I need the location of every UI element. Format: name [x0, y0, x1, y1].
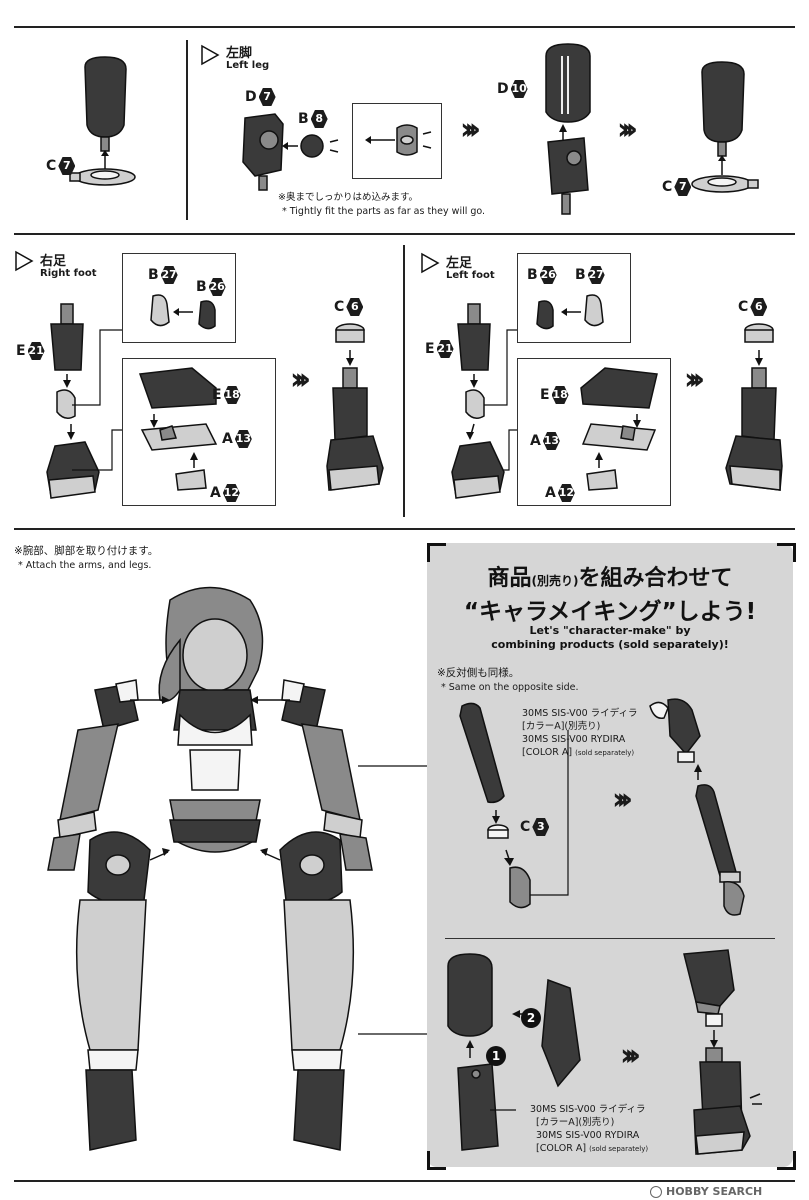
step-arrow-icon: [421, 252, 440, 274]
panel-title-line-1: 商品(別売り)を組み合わせて: [487, 566, 733, 591]
panel-divider: [445, 938, 775, 939]
step-badge-1: 1: [486, 1046, 506, 1066]
joint-part-illustration: [282, 134, 339, 158]
shoe-parts-illustration: [138, 367, 218, 491]
ankle-parts-illustration: [150, 294, 216, 330]
right-foot-title-en: Right foot: [40, 268, 97, 279]
left-foot-title-en: Left foot: [446, 270, 495, 281]
product-a-line-1: 30MS SIS-V00 ライディラ: [522, 708, 638, 719]
product-a-line-2: [カラーA](別売り): [522, 721, 601, 732]
attach-note-en: * Attach the arms, and legs.: [18, 560, 152, 571]
shoe-parts-left-illustration: [580, 367, 658, 491]
leg-parts-illustration: [447, 953, 581, 1151]
leg-assembly-illustration: [545, 43, 591, 215]
knee-part-illustration: [242, 113, 284, 191]
panel-title-en-1: Let's "character-make" by: [529, 624, 691, 637]
product-a-line-3: 30MS SIS-V00 RYDIRA: [522, 734, 626, 745]
foot-result-left-illustration: [725, 323, 783, 491]
bottom-rule: [14, 1180, 795, 1182]
shin-assembly-left-illustration: [451, 303, 505, 499]
left-leg-title-jp: 左脚: [226, 46, 253, 61]
left-foot-title-jp: 左足: [446, 256, 473, 271]
watermark-logo-icon: [650, 1185, 662, 1198]
shin-assembly-illustration: [46, 303, 100, 499]
panel-title-en-2: combining products (sold separately)!: [491, 638, 729, 651]
product-a-line-4: [COLOR A] (sold separately): [522, 747, 635, 758]
panel-note-en: * Same on the opposite side.: [441, 682, 579, 693]
product-b-line-1: 30MS SIS-V00 ライディラ: [530, 1104, 646, 1115]
right-foot-title-jp: 右足: [40, 254, 67, 269]
product-b-line-3: 30MS SIS-V00 RYDIRA: [536, 1130, 640, 1141]
vertical-divider-mid: [403, 245, 405, 517]
step-badge-2: 2: [521, 1008, 541, 1028]
top-rule: [14, 26, 795, 28]
step-chevron-icon: ›››: [620, 1038, 641, 1073]
left-leg-title-en: Left leg: [226, 60, 270, 71]
joint-detail-illustration: [365, 124, 432, 156]
panel-title-line-2: “キャラメイキング”しよう!: [463, 599, 757, 625]
panel-corner: [427, 543, 446, 562]
section-divider-1: [14, 233, 795, 235]
step-arrow-icon: [201, 44, 220, 66]
arm-result-illustration: [649, 698, 745, 916]
left-leg-note-en: * Tightly fit the parts as far as they w…: [282, 206, 486, 217]
left-leg-note-jp: ※奥までしっかりはめ込みます。: [278, 192, 419, 203]
panel-note-jp: ※反対側も同様。: [437, 667, 520, 679]
vertical-divider-top: [186, 40, 188, 220]
panel-corner: [777, 1151, 796, 1170]
step-chevron-icon: ›››: [612, 782, 633, 817]
leg-result-illustration: [683, 949, 762, 1155]
figure-body-illustration: [47, 586, 373, 1151]
section-divider-2: [14, 528, 795, 530]
detail-box-ankle: [122, 253, 236, 343]
panel-corner: [427, 1151, 446, 1170]
arm-parts-illustration: [459, 702, 569, 909]
watermark: HOBBY SEARCH: [650, 1185, 762, 1198]
step-arrow-icon: [15, 250, 34, 272]
ankle-parts-left-illustration: [536, 294, 604, 330]
upper-leg-part-illustration: [69, 56, 136, 186]
product-b-line-4: [COLOR A] (sold separately): [536, 1143, 649, 1154]
product-b-line-2: [カラーA](別売り): [536, 1117, 615, 1128]
attach-note-jp: ※腕部、脚部を取り付けます。: [14, 545, 159, 557]
panel-corner: [777, 543, 796, 562]
upper-leg-result-illustration: [691, 61, 759, 193]
detail-box-ankle-left: [517, 253, 631, 343]
foot-result-illustration: [326, 323, 384, 491]
